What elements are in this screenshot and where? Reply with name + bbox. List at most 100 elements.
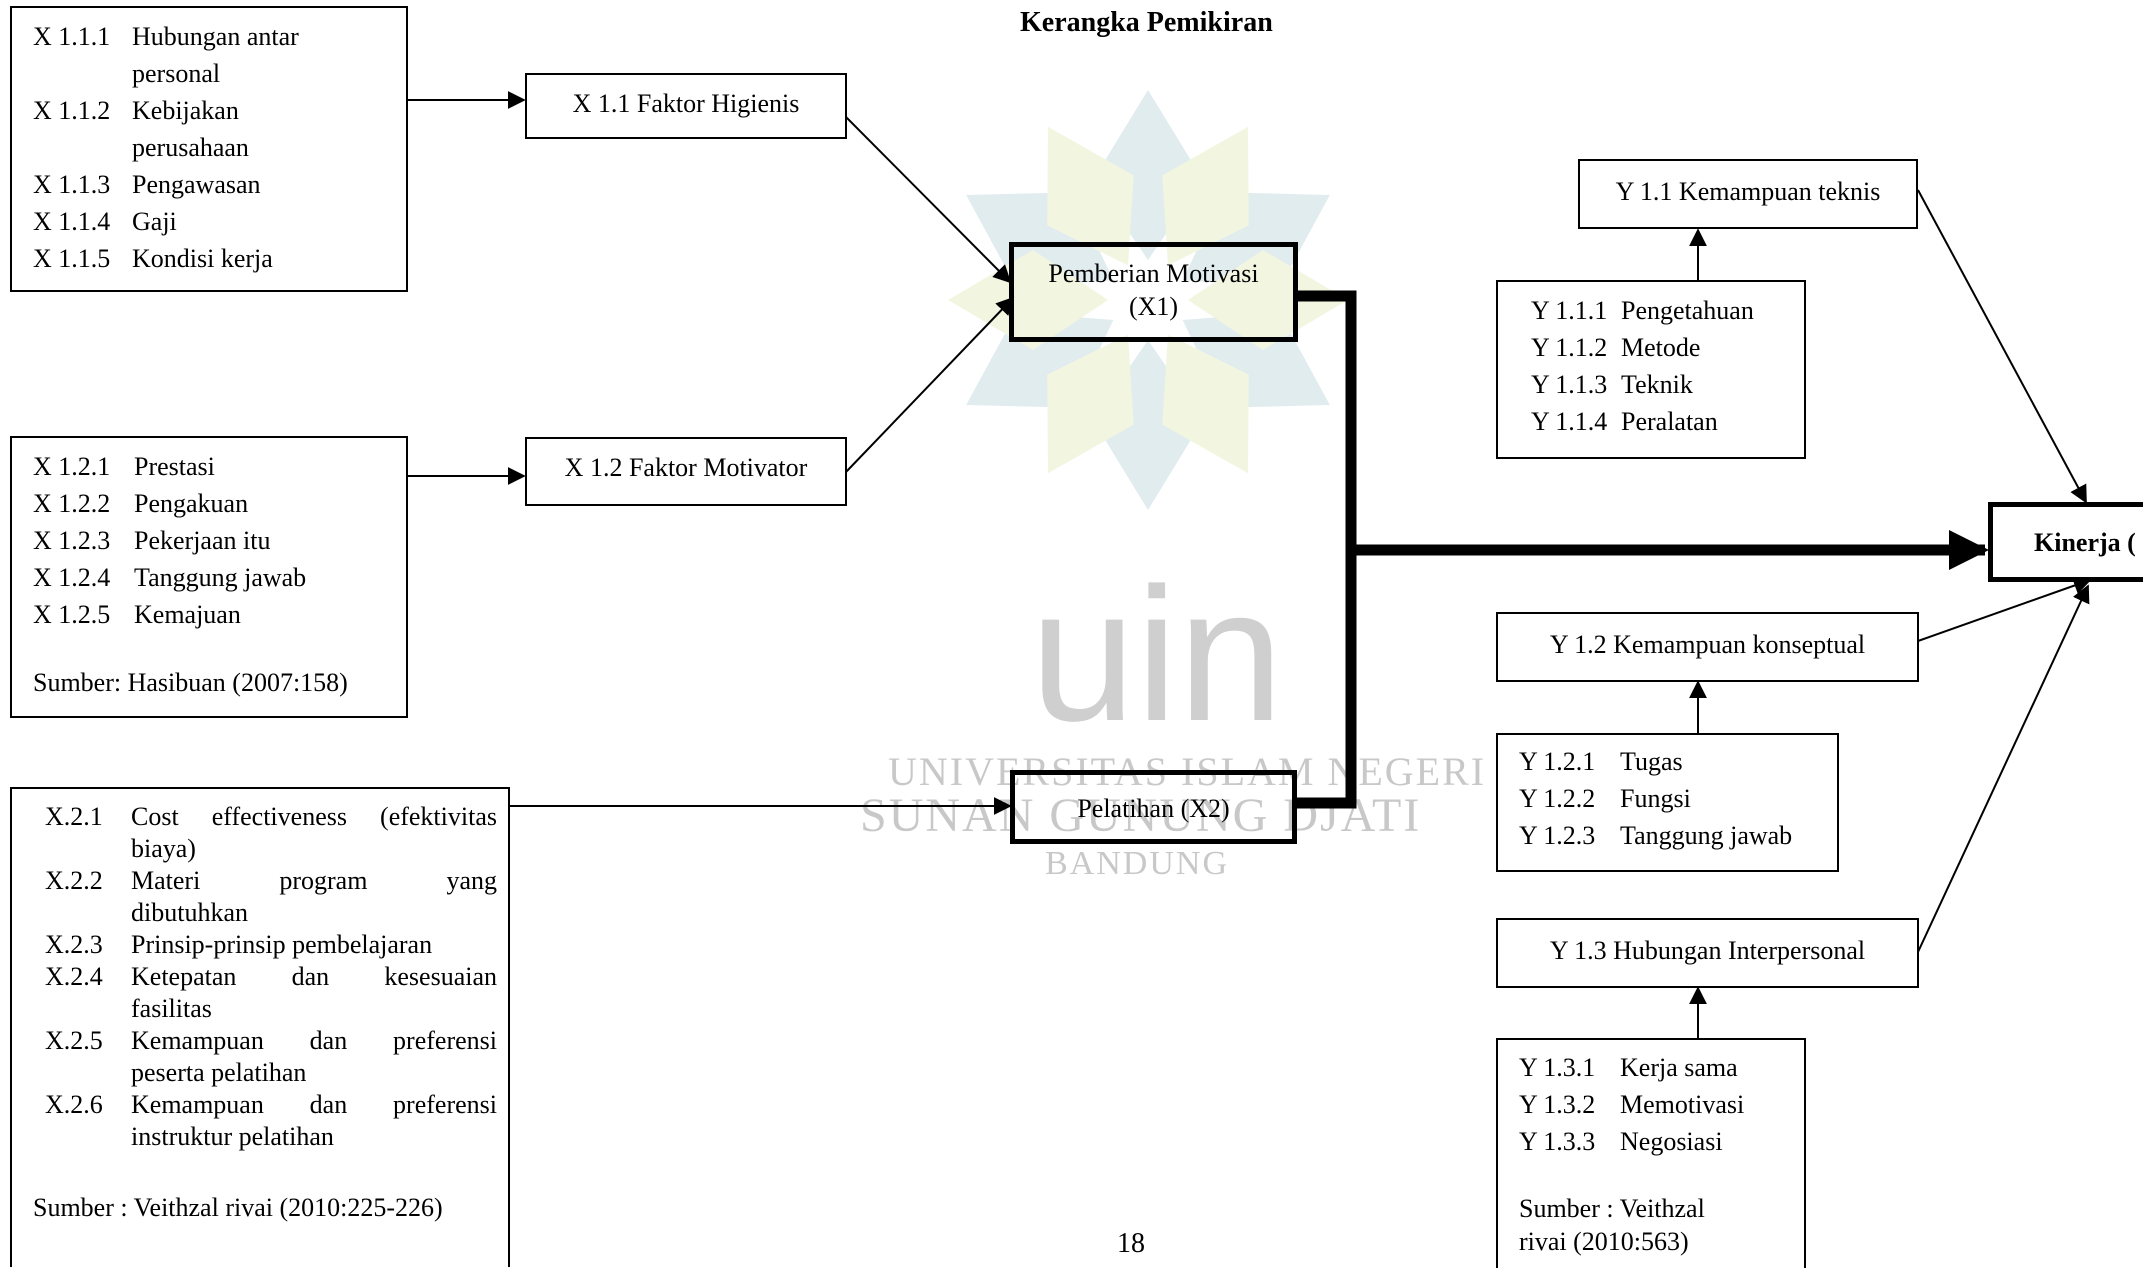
- indicator-row: Y 1.1.1 Pengetahuan: [1531, 292, 1754, 329]
- indicator-code: Y 1.1.1: [1531, 296, 1608, 325]
- indicator-text-block: Kemampuan dan preferensi instruktur pelat…: [131, 1089, 497, 1153]
- indicator-text: Kemajuan: [134, 600, 241, 629]
- indicator-code: X 1.1.2: [33, 96, 111, 125]
- indicator-text: Tanggung jawab: [1620, 821, 1793, 850]
- indicator-text-block: Fungsi: [1620, 780, 1792, 817]
- indicator-text-cont: instruktur pelatihan: [131, 1122, 334, 1151]
- indicator-text: Pengakuan: [134, 489, 249, 518]
- arrow-motivator-to-motivasi: [845, 296, 1015, 473]
- indicator-text: Prinsip-prinsip pembelajaran: [131, 930, 433, 959]
- indicator-text-block: Materi program yang dibutuhkan: [131, 865, 497, 929]
- indicator-text: Teknik: [1621, 370, 1693, 399]
- factor-motivator-label: X 1.2 Faktor Motivator: [564, 453, 808, 482]
- indicator-text-block: Ketepatan dan kesesuaian fasilitas: [131, 961, 497, 1025]
- watermark-line3: BANDUNG: [1045, 845, 1229, 882]
- indicator-code: X.2.4: [45, 962, 103, 991]
- kinerja-box: Kinerja (: [1988, 502, 2143, 582]
- indicator-text-block: Teknik: [1621, 366, 1754, 403]
- indicator-text-cont: fasilitas: [131, 994, 212, 1023]
- indicator-code: X 1.2.3: [33, 526, 111, 555]
- indicator-text-block: Negosiasi: [1620, 1123, 1744, 1160]
- factor-higienis-box: X 1.1 Faktor Higienis: [525, 73, 847, 139]
- indicator-text-block: Kondisi kerja: [132, 240, 299, 277]
- indicator-code: Y 1.1.3: [1531, 370, 1608, 399]
- indicator-text-block: Pengawasan: [132, 166, 299, 203]
- indicator-text: Kerja sama: [1620, 1053, 1738, 1082]
- indicator-text: Pengawasan: [132, 170, 261, 199]
- indicator-row: Y 1.3.2 Memotivasi: [1519, 1086, 1744, 1123]
- indicator-text-block: Pengakuan: [134, 485, 306, 522]
- indicator-code: Y 1.2.3: [1519, 821, 1596, 850]
- indicator-text-block: Kerja sama: [1620, 1049, 1744, 1086]
- indicator-row: X 1.2.3 Pekerjaan itu: [33, 522, 306, 559]
- indicator-text-block: Kemajuan: [134, 596, 306, 633]
- watermark-uin: uin: [1030, 549, 1284, 761]
- motivasi-label-line2: (X1): [1128, 292, 1179, 321]
- indicator-row: X.2.4 Ketepatan dan kesesuaian fasilitas: [45, 961, 497, 1025]
- indicator-row: Y 1.2.3 Tanggung jawab: [1519, 817, 1792, 854]
- indicator-text: Kemampuan dan preferensi: [131, 1090, 497, 1119]
- indicator-row: X 1.1.4 Gaji: [33, 203, 299, 240]
- y13-box: Y 1.3 Hubungan Interpersonal: [1496, 918, 1919, 988]
- indicator-text: Ketepatan dan kesesuaian: [131, 962, 497, 991]
- indicator-text-block: Tugas: [1620, 743, 1792, 780]
- indicator-code: X 1.1.4: [33, 207, 111, 236]
- indicator-text-block: Prinsip-prinsip pembelajaran: [131, 929, 497, 961]
- y11-label: Y 1.1 Kemampuan teknis: [1615, 177, 1881, 206]
- arrow-y13-to-kinerja: [1917, 584, 2090, 953]
- indicator-text: Materi program yang: [131, 866, 497, 895]
- indicator-text: Prestasi: [134, 452, 215, 481]
- indicator-row: Y 1.3.3 Negosiasi: [1519, 1123, 1744, 1160]
- factor-motivator-box: X 1.2 Faktor Motivator: [525, 437, 847, 506]
- indicator-text: Fungsi: [1620, 784, 1691, 813]
- y11-box: Y 1.1 Kemampuan teknis: [1578, 159, 1918, 229]
- indicator-code: X 1.1.1: [33, 22, 111, 51]
- indicator-text-block: Memotivasi: [1620, 1086, 1744, 1123]
- pelatihan-box: Pelatihan (X2): [1010, 770, 1297, 844]
- indicator-code: X 1.1.5: [33, 244, 111, 273]
- indicator-text-block: Gaji: [132, 203, 299, 240]
- indicator-code: Y 1.3.1: [1519, 1053, 1596, 1082]
- indicator-row: Y 1.3.1 Kerja sama: [1519, 1049, 1744, 1086]
- bracket-line: [1296, 290, 1357, 809]
- y12-box: Y 1.2 Kemampuan konseptual: [1496, 612, 1919, 682]
- x12-source: Sumber: Hasibuan (2007:158): [33, 668, 348, 697]
- indicator-text-block: Pekerjaan itu: [134, 522, 306, 559]
- indicator-code: X.2.6: [45, 1090, 103, 1119]
- indicator-code: Y 1.2.2: [1519, 784, 1596, 813]
- indicator-text-cont: personal: [132, 59, 221, 88]
- indicator-text-block: Metode: [1621, 329, 1754, 366]
- indicator-text: Pengetahuan: [1621, 296, 1754, 325]
- indicator-code: Y 1.2.1: [1519, 747, 1596, 776]
- indicator-text-block: Pengetahuan: [1621, 292, 1754, 329]
- y12-label: Y 1.2 Kemampuan konseptual: [1549, 630, 1866, 659]
- y-source-line2: rivai (2010:563): [1519, 1227, 1689, 1256]
- page-number: 18: [1117, 1228, 1145, 1259]
- indicator-text-cont: dibutuhkan: [131, 898, 248, 927]
- indicator-row: Y 1.2.2 Fungsi: [1519, 780, 1792, 817]
- indicator-code: Y 1.3.3: [1519, 1127, 1596, 1156]
- indicator-text-cont: perusahaan: [132, 133, 249, 162]
- indicator-code: Y 1.1.4: [1531, 407, 1608, 436]
- indicator-text-block: Tanggung jawab: [1620, 817, 1792, 854]
- motivasi-box: Pemberian Motivasi (X1): [1009, 242, 1298, 342]
- indicator-code: Y 1.3.2: [1519, 1090, 1596, 1119]
- indicator-text-block: Prestasi: [134, 448, 306, 485]
